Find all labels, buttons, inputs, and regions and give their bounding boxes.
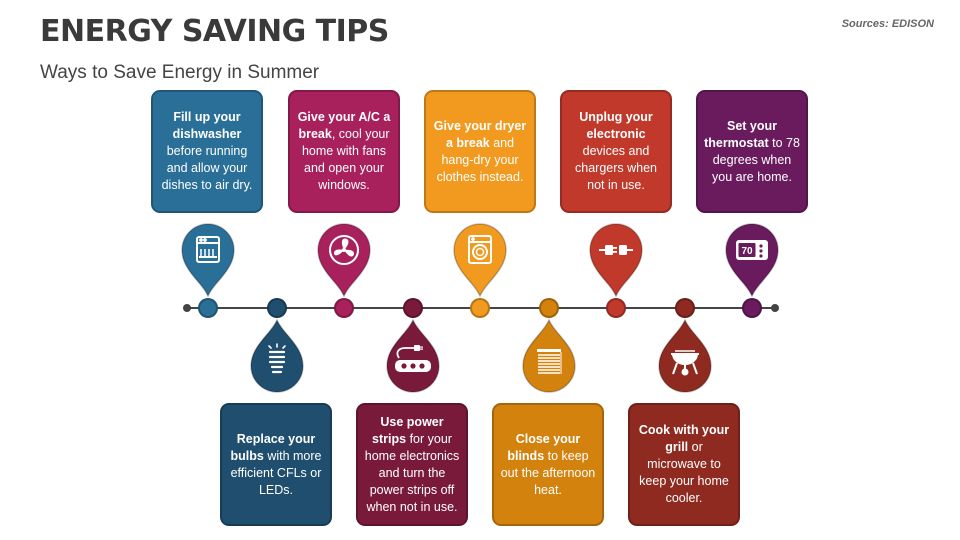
tip-bold-text: Fill up your dishwasher [172,110,242,141]
power-strip-icon [395,345,431,372]
tip-text: and hang-dry your clothes instead. [436,135,524,184]
tip-bold-text: Set your thermostat [704,118,777,150]
dishwasher-pin [180,222,236,298]
blinds-icon [537,349,562,374]
dishwasher-icon [196,236,220,263]
plug-icon [599,245,633,255]
tip-text: devices and chargers when not in use. [575,144,657,192]
source-note: Sources: EDISON [841,18,934,30]
tip-bold-text: Cook with your grill [638,423,730,454]
timeline-dot-bulbs [267,298,287,318]
thermostat-icon: 70 [736,240,768,260]
tip-bold-text: Unplug your electronic [579,110,653,141]
blinds-pin [521,318,577,394]
grill-icon [671,350,699,376]
tip-text: with more efficient CFLs or LEDs. [230,448,322,497]
tip-text: , cool your home with fans and open your… [301,127,390,192]
light-bulb-icon [268,343,286,374]
thermostat-reading: 70 [741,246,753,257]
tip-bold-text: Use power strips [372,414,444,446]
tip-card-dryer: Give your dryer a break and hang-dry you… [424,90,536,213]
timeline-end-cap [771,304,779,312]
tip-bold-text: Replace your bulbs [230,431,316,463]
fan-icon [329,235,359,265]
page-subtitle: Ways to Save Energy in Summer [40,62,320,83]
tip-card-dishwasher: Fill up your dishwasher before running a… [151,90,263,213]
tip-bold-text: Give your dryer a break [433,118,527,150]
grill-pin [657,318,713,394]
tip-text: to keep out the afternoon heat. [500,448,596,497]
tip-card-bulbs: Replace your bulbs with more efficient C… [220,403,332,526]
light-bulb-pin [249,318,305,394]
tip-card-grill: Cook with your grill or microwave to kee… [628,403,740,526]
power-strip-pin [385,318,441,394]
page-title: ENERGY SAVING TIPS [40,14,389,49]
tip-card-thermostat: Set your thermostat to 78 degrees when y… [696,90,808,213]
timeline-start-cap [183,304,191,312]
washing-machine-pin [452,222,508,298]
timeline-dot-ac [334,298,354,318]
tip-card-blinds: Close your blinds to keep out the aftern… [492,403,604,526]
tip-bold-text: Give your A/C a break [297,110,391,141]
timeline-dot-power-strips [403,298,423,318]
timeline-dot-blinds [539,298,559,318]
timeline-dot-dishwasher [198,298,218,318]
tip-bold-text: Close your blinds [507,431,581,463]
tip-text: or microwave to keep your home cooler. [639,440,729,505]
timeline-dot-unplug [606,298,626,318]
timeline-dot-grill [675,298,695,318]
tip-text: before running and allow your dishes to … [161,144,253,192]
tip-text: for your home electronics and turn the p… [364,431,460,514]
tip-card-power-strips: Use power strips for your home electroni… [356,403,468,526]
timeline-dot-dryer [470,298,490,318]
fan-pin [316,222,372,298]
tip-card-unplug: Unplug your electronic devices and charg… [560,90,672,213]
washing-machine-icon [468,235,492,264]
timeline-dot-thermostat [742,298,762,318]
thermostat-pin: 70 [724,222,780,298]
tip-card-ac: Give your A/C a break, cool your home wi… [288,90,400,213]
tip-text: to 78 degrees when you are home. [712,135,800,184]
plug-pin [588,222,644,298]
